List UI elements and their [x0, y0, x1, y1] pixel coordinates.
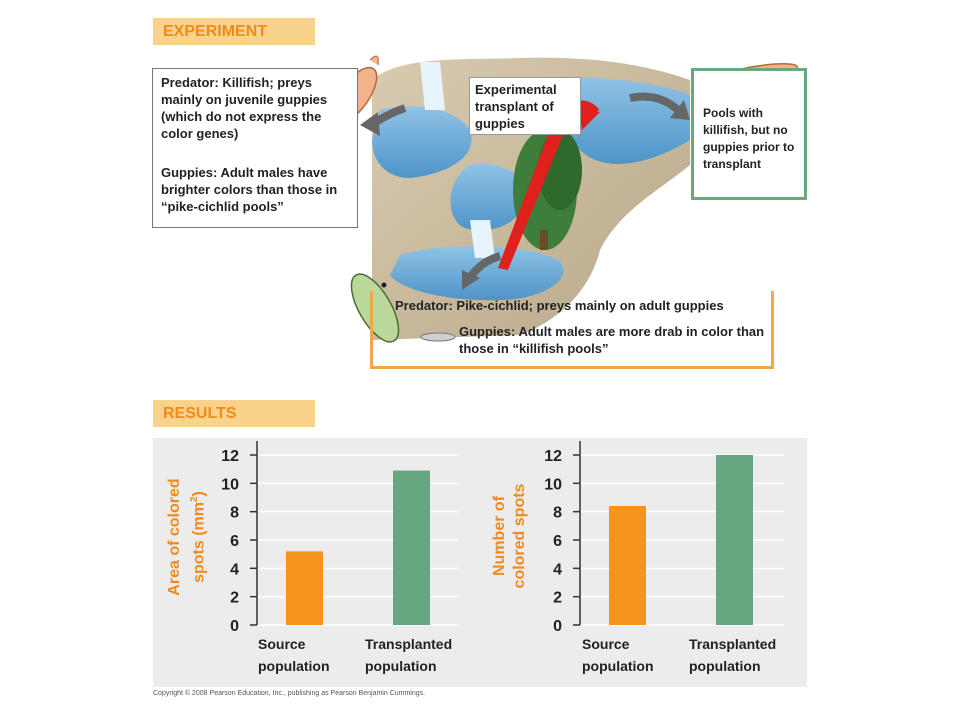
chart1-tick-label: 0	[230, 618, 239, 635]
chart1-bar-source	[286, 551, 323, 625]
chart1-tick-label: 10	[221, 476, 239, 493]
chart1-cat-transplanted-l1: Transplanted	[365, 636, 453, 652]
chart2-ylabel-line1: Number of	[491, 496, 508, 576]
chart1-tick-label: 6	[230, 533, 239, 550]
cichlid-predator-box: Predator: Pike-cichlid; preys mainly on …	[370, 291, 774, 369]
chart2-tick-label: 8	[553, 505, 562, 522]
chart2-cat-source-l2: population	[582, 658, 654, 674]
chart1-ylabel-line2: spots (mm	[190, 502, 208, 583]
chart2-cat-transplanted-l2: population	[689, 658, 761, 674]
lower-waterfall	[470, 220, 495, 258]
upper-pool	[372, 106, 472, 178]
stream-illustration	[320, 55, 799, 343]
chart2-ylabel-line2: colored spots	[511, 483, 528, 589]
chart1-tick-label: 2	[230, 590, 239, 607]
experiment-banner: EXPERIMENT	[153, 18, 315, 45]
guppy-icon-cichlid	[420, 332, 456, 342]
chart1-tick-label: 8	[230, 505, 239, 522]
chart2-tick-label: 4	[553, 561, 562, 578]
killifish-guppies-text: Guppies: Adult males have brighter color…	[161, 165, 338, 214]
chart2-cat-transplanted-l1: Transplanted	[689, 636, 777, 652]
chart1-bar-transplanted	[393, 470, 430, 625]
chart2-tick-label: 12	[544, 448, 562, 465]
pike-cichlid-icon	[350, 273, 400, 343]
copyright-credit: Copyright © 2008 Pearson Education, Inc.…	[153, 690, 426, 697]
transplant-label-box: Experimental transplant of guppies	[469, 77, 581, 135]
upper-waterfall	[420, 62, 445, 110]
results-banner: RESULTS	[153, 400, 315, 427]
chart1-cat-source: Source population	[258, 633, 330, 677]
chart2-bar-source	[609, 506, 646, 625]
results-panel	[153, 438, 807, 687]
arrow-to-pools-box	[629, 92, 683, 115]
chart1-ylabel: Area of colored spots (mm2)	[165, 452, 208, 622]
chart1-cat-source-l1: Source	[258, 636, 306, 652]
chart2-cat-transplanted: Transplanted population	[689, 633, 776, 677]
chart2-cat-source-l1: Source	[582, 636, 630, 652]
tree-trunk	[540, 230, 548, 250]
chart2-cat-source: Source population	[582, 633, 654, 677]
transplant-label: Experimental transplant of guppies	[475, 82, 557, 131]
killifish-predator-box: Predator: Killifish; preys mainly on juv…	[152, 68, 358, 228]
chart1-ylabel-line1: Area of colored	[166, 478, 183, 596]
pools-box: Pools with killifish, but no guppies pri…	[691, 68, 807, 200]
chart1-tick-label: 12	[221, 448, 239, 465]
chart2-tick-label: 6	[553, 533, 562, 550]
chart1-ylabel-sup: 2	[189, 496, 200, 502]
killifish-predator-text: Predator: Killifish; preys mainly on juv…	[161, 75, 328, 141]
chart2-ylabel: Number of colored spots	[490, 461, 530, 611]
middle-pool	[450, 164, 526, 231]
chart1-cat-transplanted: Transplanted population	[365, 633, 452, 677]
chart1-cat-transplanted-l2: population	[365, 658, 437, 674]
pools-text: Pools with killifish, but no guppies pri…	[703, 106, 795, 171]
chart2-tick-label: 0	[553, 618, 562, 635]
chart2-tick-label: 10	[544, 476, 562, 493]
chart1-cat-source-l2: population	[258, 658, 330, 674]
transplant-arrow-red	[498, 114, 570, 270]
cichlid-guppies-text: Guppies: Adult males are more drab in co…	[459, 324, 765, 356]
chart2-bar-transplanted	[716, 455, 753, 625]
chart1-tick-label: 4	[230, 561, 239, 578]
chart1-ylabel-end: )	[190, 491, 208, 497]
cichlid-predator-text: Predator: Pike-cichlid; preys mainly on …	[395, 298, 724, 313]
chart2-tick-label: 2	[553, 590, 562, 607]
